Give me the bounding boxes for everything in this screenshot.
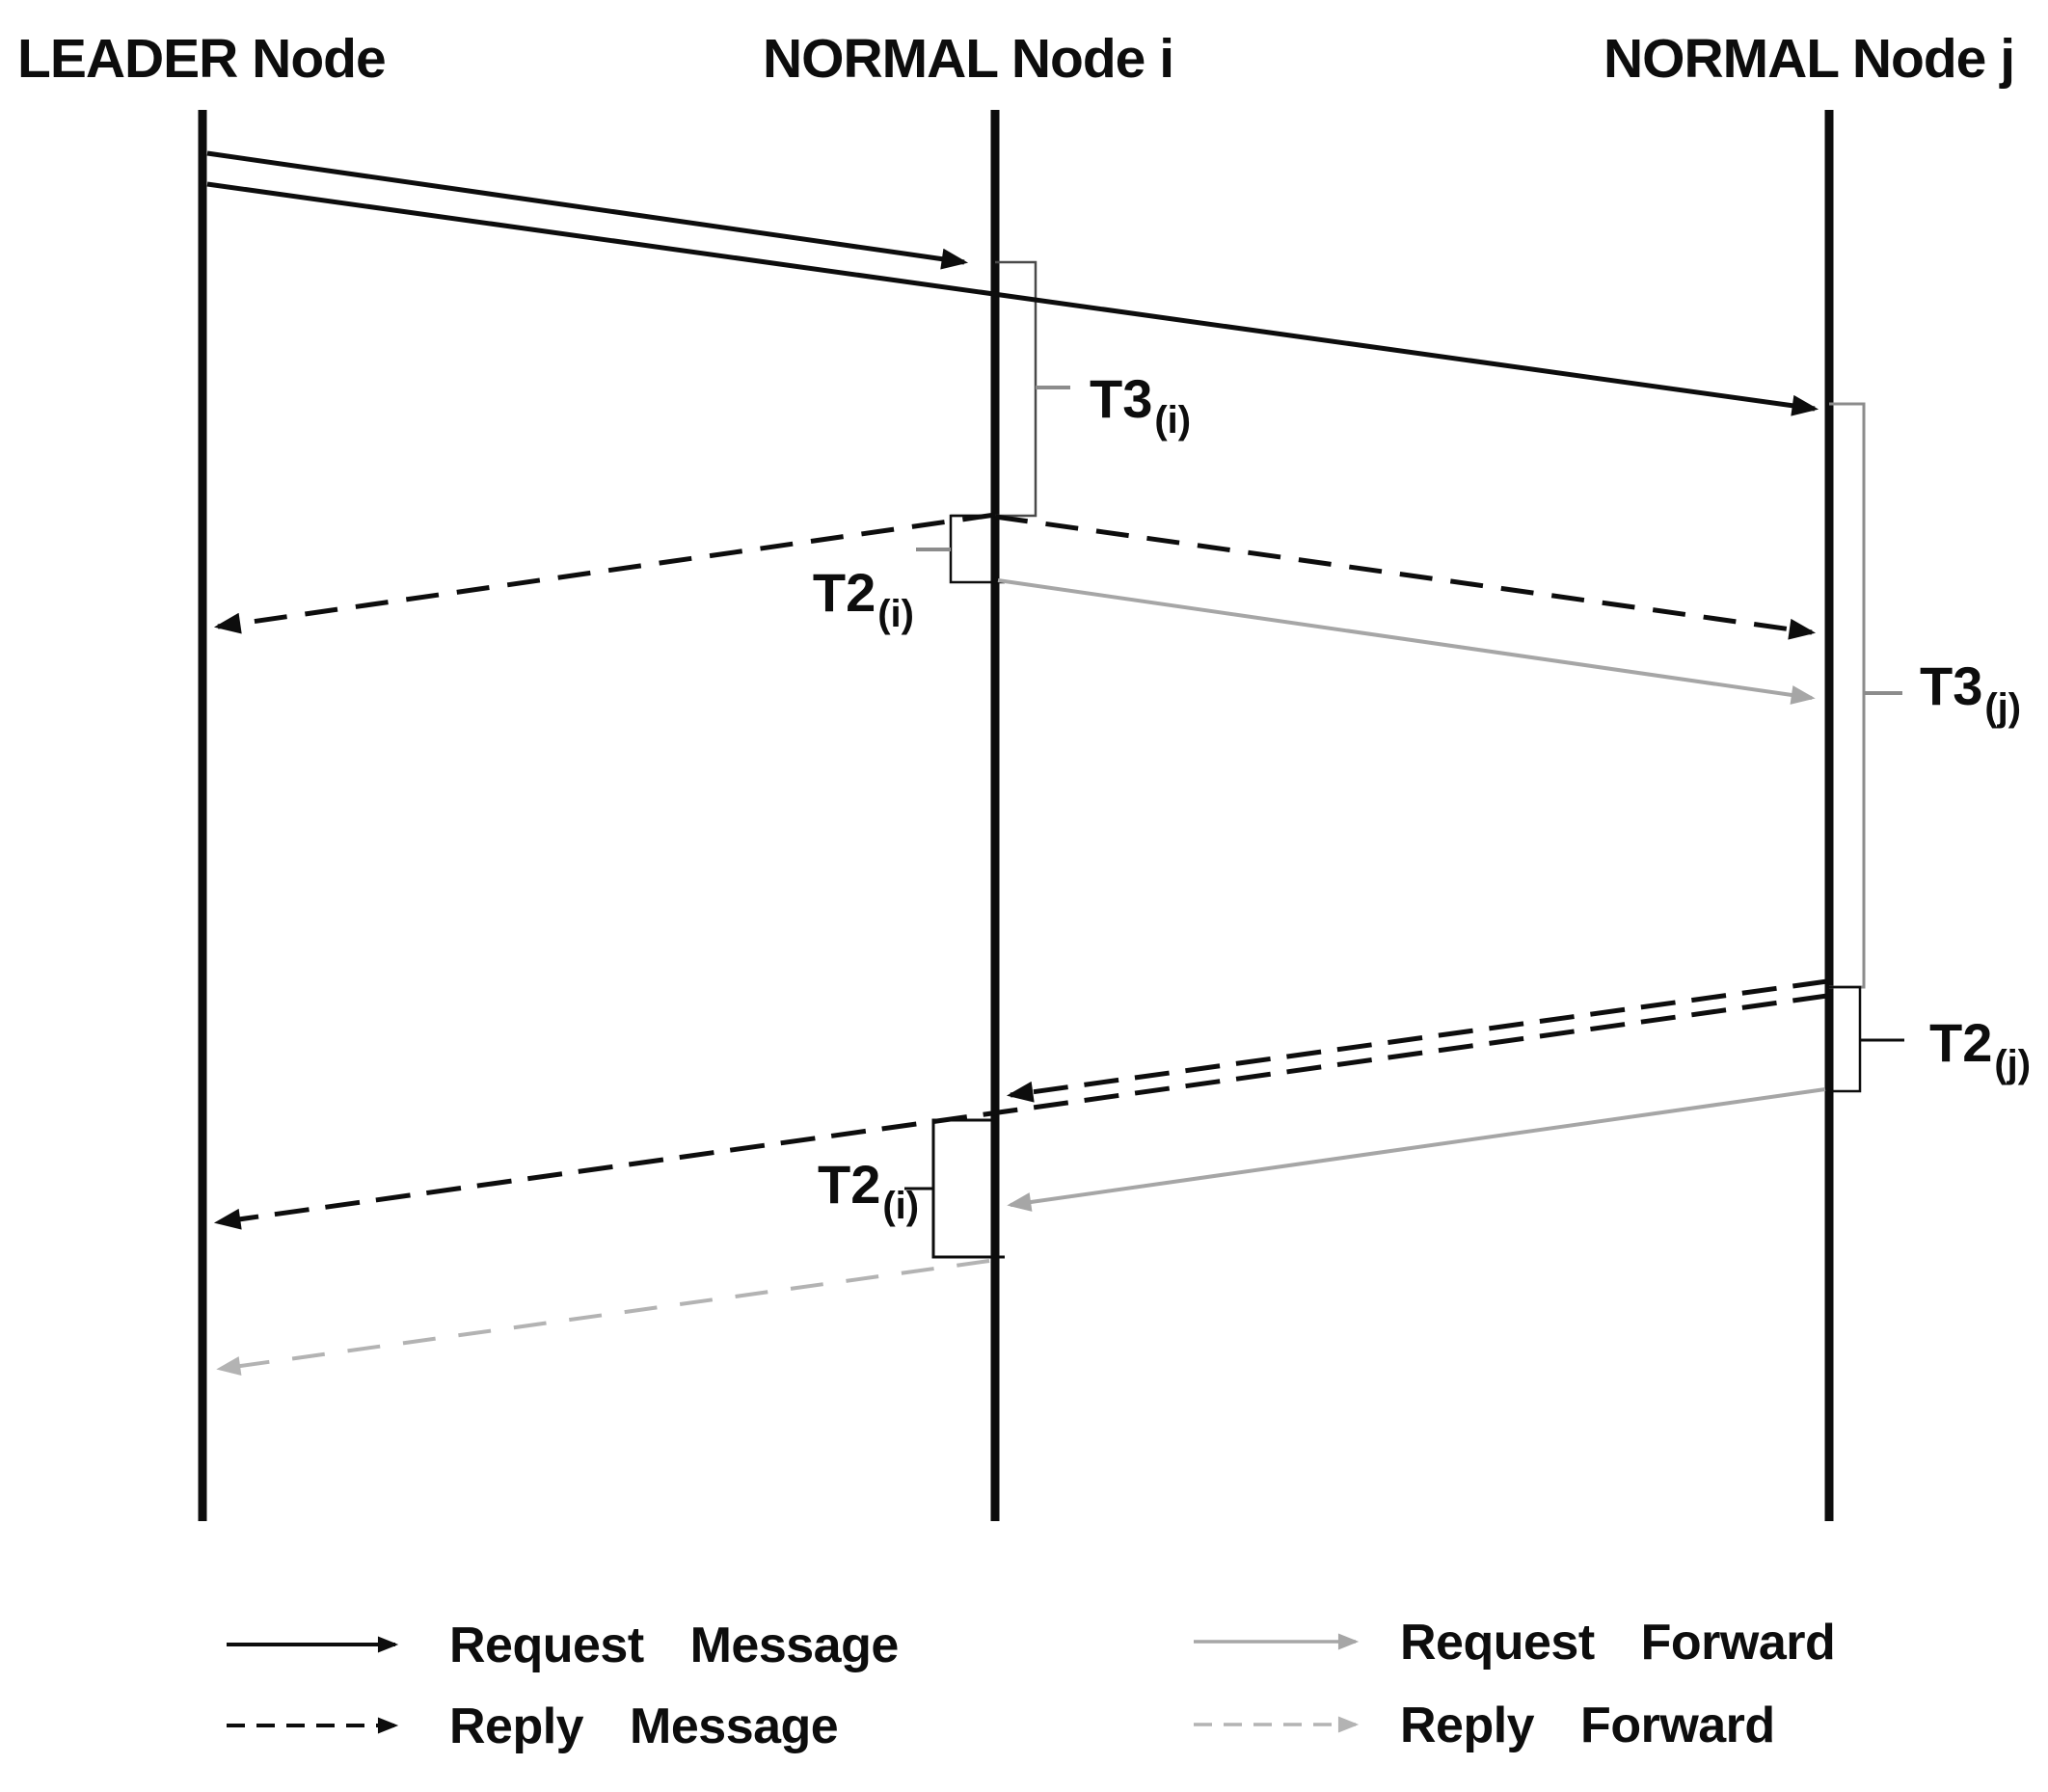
reply-message-node-j-to-node-i xyxy=(1006,978,1828,1103)
reply-message-node-i-to-leader xyxy=(213,512,996,634)
t3j-label: T3(j) xyxy=(1920,655,2021,729)
legend-reply-message-label: Reply Message xyxy=(449,1698,838,1754)
request-forward-node-j-to-node-i xyxy=(1007,1087,1826,1212)
header-leader-node: LEADER Node xyxy=(17,28,386,90)
request-forward-node-i-to-node-j xyxy=(997,578,1816,705)
legend-reply-forward-label: Reply Forward xyxy=(1400,1698,1775,1753)
t3i-label: T3(i) xyxy=(1090,368,1191,441)
reply-message-node-j-to-leader xyxy=(213,993,1828,1230)
t2i-upper-label: T2(i) xyxy=(813,562,914,635)
reply-forward-node-i-to-leader xyxy=(216,1259,990,1376)
reply-message-node-i-to-node-j xyxy=(994,514,1817,640)
t2i-lower-label: T2(i) xyxy=(818,1154,919,1227)
request-message-leader-to-node-i xyxy=(206,150,969,270)
t2j-bracket xyxy=(1829,985,1862,1093)
legend-request-forward-label: Request Forward xyxy=(1400,1615,1835,1671)
legend-request-message-label: Request Message xyxy=(449,1618,899,1673)
t3j-bracket xyxy=(1829,402,1866,989)
header-normal-node-j: NORMAL Node j xyxy=(1603,28,2014,90)
header-normal-node-i: NORMAL Node i xyxy=(763,28,1173,90)
request-message-leader-to-node-j xyxy=(206,181,1819,416)
t2j-label: T2(j) xyxy=(1929,1012,2031,1085)
